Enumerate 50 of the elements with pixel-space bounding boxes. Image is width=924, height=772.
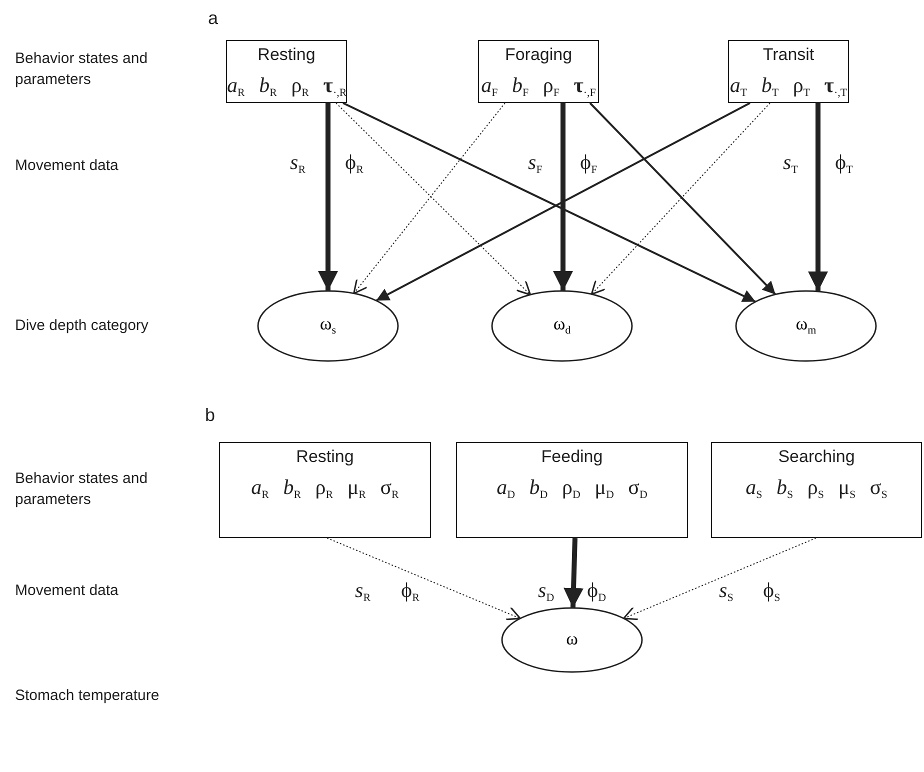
arrow	[353, 102, 506, 294]
variable-symbol: s$_{T}$	[783, 150, 798, 176]
parameter-list: a$_{T}$ b$_{T}$ ρ$_{T}$ τ$_{·,T}$	[730, 73, 848, 99]
variable-symbol: ϕ$_{S}$	[763, 578, 780, 604]
data-symbol: ω	[566, 628, 578, 650]
parameter-list: a$_{R}$ b$_{R}$ ρ$_{R}$ τ$_{·,R}$	[227, 73, 347, 99]
state-box	[219, 442, 431, 538]
variable-symbol: s$_{R}$	[355, 578, 371, 604]
state-name: Resting	[258, 45, 316, 65]
row-label: Behavior states and parameters	[15, 469, 149, 510]
state-name: Transit	[762, 45, 814, 65]
row-label: Stomach temperature	[15, 686, 160, 706]
variable-symbol: ϕ$_{D}$	[587, 578, 606, 604]
state-box	[478, 40, 599, 103]
state-box	[226, 40, 347, 103]
arrow	[564, 538, 584, 608]
state-name: Resting	[296, 447, 354, 467]
variable-symbol: ϕ$_{F}$	[580, 150, 598, 176]
panel-letter: a	[208, 8, 218, 29]
parameter-list: a$_{S}$ b$_{S}$ ρ$_{S}$ μ$_{S}$ σ$_{S}$	[746, 475, 888, 501]
row-label: Movement data	[15, 581, 118, 601]
parameter-list: a$_{F}$ b$_{F}$ ρ$_{F}$ τ$_{·,F}$	[481, 73, 596, 99]
data-symbol: ω$_{d}$	[553, 313, 571, 336]
variable-symbol: ϕ$_{R}$	[345, 150, 364, 176]
data-symbol: ω$_{m}$	[796, 313, 816, 336]
row-label: Behavior states and parameters	[15, 49, 149, 90]
variable-symbol: s$_{S}$	[719, 578, 734, 604]
row-label: Dive depth category	[15, 316, 148, 336]
arrow	[622, 538, 816, 620]
data-symbol: ω$_{s}$	[320, 313, 336, 336]
arrow	[326, 538, 522, 620]
state-box	[728, 40, 849, 103]
state-name: Feeding	[541, 447, 603, 467]
state-name: Foraging	[504, 45, 572, 65]
arrow	[808, 103, 828, 292]
arrow	[318, 103, 338, 291]
variable-symbol: s$_{F}$	[528, 150, 542, 176]
state-box	[456, 442, 688, 538]
variable-symbol: s$_{R}$	[290, 150, 306, 176]
arrow	[336, 102, 532, 296]
state-box	[711, 442, 922, 538]
variable-symbol: ϕ$_{T}$	[835, 150, 853, 176]
state-name: Searching	[778, 447, 855, 467]
arrow	[553, 103, 573, 291]
parameter-list: a$_{D}$ b$_{D}$ ρ$_{D}$ μ$_{D}$ σ$_{D}$	[496, 475, 648, 501]
parameter-list: a$_{R}$ b$_{R}$ ρ$_{R}$ μ$_{R}$ σ$_{R}$	[251, 475, 399, 501]
panel-letter: b	[205, 405, 216, 426]
row-label: Movement data	[15, 156, 118, 176]
variable-symbol: ϕ$_{R}$	[401, 578, 420, 604]
variable-symbol: s$_{D}$	[538, 578, 554, 604]
